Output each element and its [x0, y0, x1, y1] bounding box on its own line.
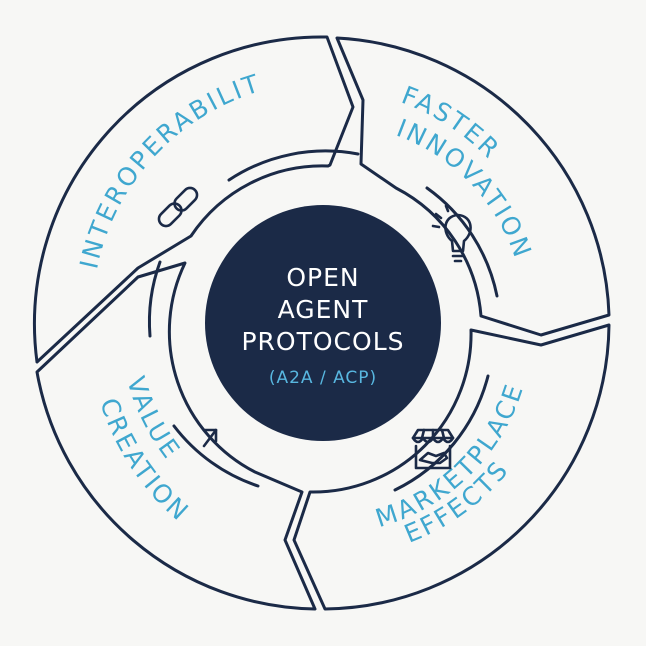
- center-hub: OPEN AGENT PROTOCOLS (A2A / ACP): [205, 205, 441, 441]
- center-circle: [205, 205, 441, 441]
- segment-faster-innovation: [335, 36, 611, 337]
- center-line-3: PROTOCOLS: [241, 327, 404, 356]
- inner-arc-top: [227, 149, 360, 182]
- inner-arc-bottom-left: [172, 424, 260, 488]
- inner-arc-left: [147, 260, 162, 338]
- center-line-2: AGENT: [278, 295, 369, 324]
- center-subtitle: (A2A / ACP): [269, 368, 377, 388]
- inner-cycle: [147, 149, 499, 492]
- chain-link-icon: [157, 186, 199, 228]
- arrow-up-right-icon: [202, 428, 218, 448]
- lightbulb-icon: [431, 204, 472, 263]
- label-interoperability: INTEROPERABILITY: [0, 0, 265, 271]
- ring-segments: [32, 35, 611, 611]
- segment-value-creation: [35, 261, 317, 611]
- center-line-1: OPEN: [286, 263, 359, 292]
- storefront-handshake-icon: [411, 428, 455, 470]
- inner-arc-right: [425, 186, 499, 298]
- segment-interoperability: [32, 35, 355, 364]
- inner-arc-bottom-right: [393, 374, 490, 492]
- segment-marketplace-effects: [292, 323, 611, 611]
